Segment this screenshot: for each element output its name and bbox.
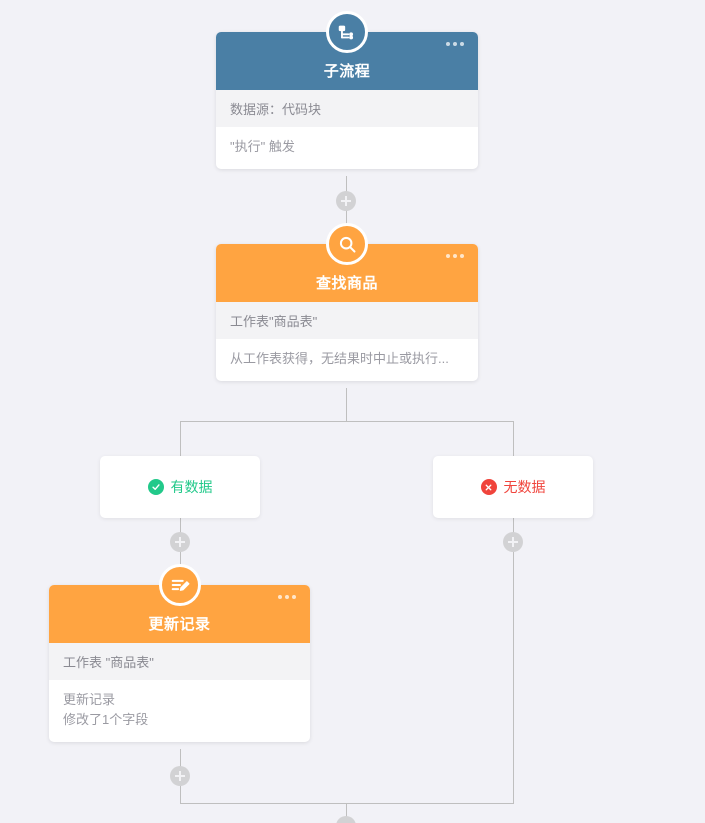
node-title-find-product: 查找商品 xyxy=(315,275,378,292)
node-datasource-subflow: 数据源：代码块 xyxy=(216,90,478,127)
node-header-find-product: 查找商品 xyxy=(216,223,478,302)
connector-line-find-to-split xyxy=(346,388,347,421)
node-card-find-product[interactable]: 查找商品 工作表"商品表" 从工作表获得，无结果时中止或执行... xyxy=(216,223,478,382)
node-worksheet-find-product: 工作表"商品表" xyxy=(216,302,478,339)
branch-has-data[interactable]: 有数据 xyxy=(100,456,260,518)
connector-merge-bar xyxy=(180,803,514,804)
connector-drop-left xyxy=(180,421,181,456)
edit-icon xyxy=(158,564,201,606)
check-circle-icon xyxy=(147,479,164,495)
node-body-update-record: 工作表 "商品表" 更新记录 修改了1个字段 xyxy=(49,643,310,742)
add-node-button-has-data[interactable] xyxy=(170,532,190,552)
connector-line-nodata-to-merge xyxy=(513,518,514,803)
node-card-subflow[interactable]: 子流程 数据源：代码块 "执行" 触发 xyxy=(216,11,478,170)
node-desc-line: 从工作表获得，无结果时中止或执行... xyxy=(230,351,449,366)
sitemap-icon xyxy=(326,11,368,53)
node-desc-line: 修改了1个字段 xyxy=(63,712,149,728)
node-title-subflow: 子流程 xyxy=(323,63,371,80)
node-desc-subflow: "执行" 触发 xyxy=(216,127,478,169)
add-node-button-after-subflow[interactable] xyxy=(336,191,356,211)
node-menu-find-product[interactable] xyxy=(446,254,464,258)
add-node-button-no-data[interactable] xyxy=(503,532,523,552)
node-title-update-record: 更新记录 xyxy=(148,616,211,633)
node-desc-line: "执行" 触发 xyxy=(230,139,295,154)
node-body-find-product: 工作表"商品表" 从工作表获得，无结果时中止或执行... xyxy=(216,302,478,381)
node-header-update-record: 更新记录 xyxy=(49,564,310,643)
node-body-subflow: 数据源：代码块 "执行" 触发 xyxy=(216,90,478,169)
node-card-update-record[interactable]: 更新记录 工作表 "商品表" 更新记录 修改了1个字段 xyxy=(49,564,310,743)
add-node-button-after-update[interactable] xyxy=(170,766,190,786)
branch-label-has-data: 有数据 xyxy=(170,479,213,495)
connector-drop-right xyxy=(513,421,514,456)
node-menu-subflow[interactable] xyxy=(446,42,464,46)
merge-node[interactable] xyxy=(336,816,356,823)
node-desc-update-record: 更新记录 修改了1个字段 xyxy=(49,680,310,742)
node-worksheet-update-record: 工作表 "商品表" xyxy=(49,643,310,680)
search-icon xyxy=(326,223,368,265)
branch-label-no-data: 无数据 xyxy=(503,479,546,495)
node-header-subflow: 子流程 xyxy=(216,11,478,90)
x-circle-icon xyxy=(480,479,497,495)
branch-no-data[interactable]: 无数据 xyxy=(433,456,593,518)
node-desc-find-product: 从工作表获得，无结果时中止或执行... xyxy=(216,339,478,381)
connector-line-merge-to-next xyxy=(346,803,347,823)
node-menu-update-record[interactable] xyxy=(278,595,296,599)
connector-split-bar xyxy=(180,421,514,422)
node-desc-line: 更新记录 xyxy=(63,692,116,707)
